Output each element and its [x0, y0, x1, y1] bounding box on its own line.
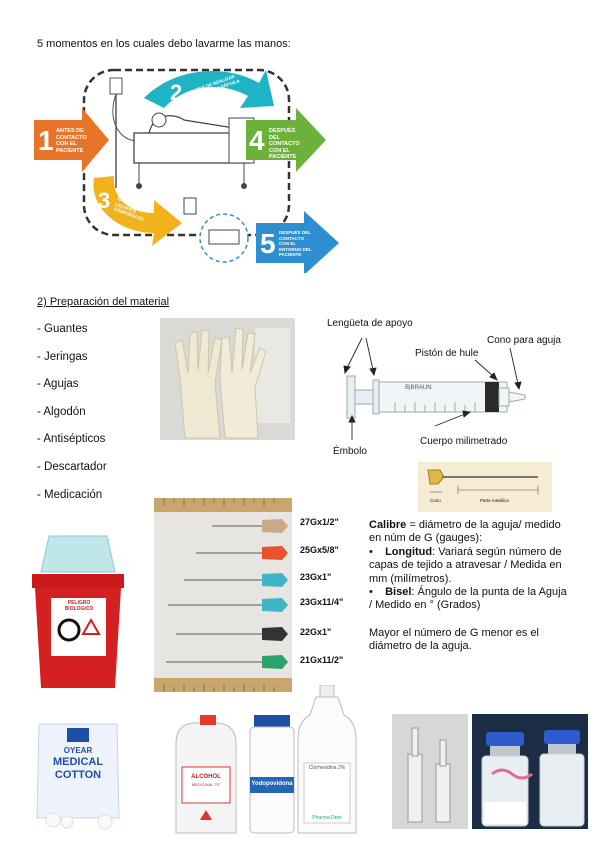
label-lengueta: Lengüeta de apoyo	[327, 318, 413, 329]
moment-1-number: 1	[38, 125, 54, 156]
syringe-brand: B|BRAUN	[405, 385, 432, 391]
needles-image	[154, 498, 292, 692]
hand-hygiene-diagram: 1 4 5 2 3 ANTES DE CONTACTO CON EL PACIE…	[34, 58, 344, 275]
bisel-title: Bisel	[385, 586, 412, 599]
cotton-brand: OYEAR	[63, 746, 93, 755]
iodo-label: Yodopovidona	[251, 781, 293, 787]
alcohol-sub: MEDICINAL 70°	[191, 782, 221, 787]
needle-diagram: Cono Parte metálica	[418, 462, 552, 512]
list-item: - Antisépticos	[37, 433, 106, 446]
needle-label: 25Gx5/8"	[300, 545, 339, 555]
syringe-diagram: Lengüeta de apoyo Cono para aguja Pistón…	[325, 318, 585, 458]
label-cono: Cono para aguja	[487, 335, 561, 346]
clorhex-label: Clorhexidina 2%	[308, 765, 346, 771]
label-cuerpo: Cuerpo milimetrado	[420, 436, 508, 447]
list-item: - Agujas	[37, 378, 79, 391]
list-item: - Descartador	[37, 460, 107, 473]
needle-label: 23Gx1"	[300, 572, 332, 582]
cotton-image: OYEAR MEDICAL COTTON	[33, 718, 123, 830]
needle-label: 27Gx1/2"	[300, 517, 339, 527]
moment-5-number: 5	[260, 228, 276, 259]
needle-description: Calibre = diámetro de la aguja/ medido e…	[369, 519, 569, 654]
container-label: PELIGRO BIOLOGICO	[64, 600, 94, 612]
cotton-line1: MEDICAL	[52, 756, 104, 768]
label-piston: Pistón de hule	[415, 348, 479, 359]
label-embolo: Émbolo	[333, 446, 367, 457]
moment-5-text: DESPUÉS DEL CONTACTO CON EL ENTORNO DEL …	[279, 230, 312, 257]
needle-parte-label: Parte metálica	[480, 498, 509, 503]
bisel-text: : Ángulo de la punta de la Aguja / Medid…	[369, 586, 567, 612]
gloves-image	[160, 318, 295, 440]
materials-list: - Guantes - Jeringas - Agujas - Algodón …	[37, 323, 157, 516]
needle-hub	[262, 627, 288, 641]
moment-4-text: DESPUÉS DEL CONTACTO CON EL PACIENTE	[269, 128, 300, 160]
needle-label: 22Gx1"	[300, 627, 332, 637]
vials-image	[472, 714, 588, 829]
calibre-title: Calibre	[369, 519, 407, 531]
list-item: - Jeringas	[37, 350, 88, 363]
cotton-line2: COTTON	[54, 769, 102, 781]
needle-hub	[262, 519, 288, 533]
needle-hub	[262, 598, 288, 612]
needle-hub	[262, 546, 288, 560]
gauge-note: Mayor el número de G menor es el diámetr…	[369, 626, 539, 653]
longitud-text: : Variará según número de capas de tejid…	[369, 545, 562, 585]
needle-hub	[262, 655, 288, 669]
sharps-container-image: PELIGRO BIOLOGICO	[29, 532, 127, 690]
list-item: - Algodón	[37, 405, 86, 418]
calibre-text: = diámetro de la aguja/ medido en núm de…	[369, 519, 561, 545]
longitud-title: Longitud	[385, 545, 433, 558]
needle-label: 21Gx11/2"	[300, 655, 344, 665]
needle-label: 23Gx11/4"	[300, 597, 344, 607]
clorhex-brand: Pharma Dent	[312, 815, 342, 821]
antiseptics-image: ALCOHOL MEDICINAL 70° Yodopovidona Clorh…	[168, 684, 388, 835]
moment-3-number: 3	[98, 188, 110, 213]
section-title: 2) Preparación del material	[37, 296, 170, 308]
needle-hub	[262, 573, 288, 587]
alcohol-label: ALCOHOL	[191, 774, 221, 780]
moment-1-text: ANTES DE CONTACTO CON EL PACIENTE	[56, 128, 87, 154]
moment-4-number: 4	[249, 125, 265, 156]
moment-2-number: 2	[170, 80, 182, 105]
needle-cono-label: Cono	[430, 498, 441, 503]
list-item: - Guantes	[37, 323, 88, 335]
list-item: - Medicación	[37, 488, 103, 501]
ampoules-image	[392, 714, 468, 829]
intro-text: 5 momentos en los cuales debo lavarme la…	[37, 38, 291, 50]
